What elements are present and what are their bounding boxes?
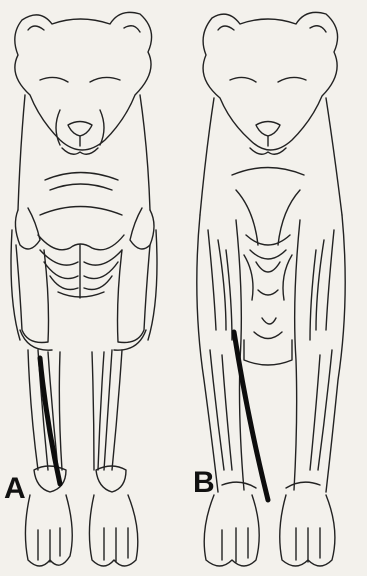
panel-b-highlight-line (234, 332, 268, 500)
panel-label-b: B (193, 468, 215, 498)
panel-a-skeleton (11, 12, 157, 566)
panel-label-a: A (4, 474, 26, 504)
panel-b-muscles (197, 12, 345, 566)
